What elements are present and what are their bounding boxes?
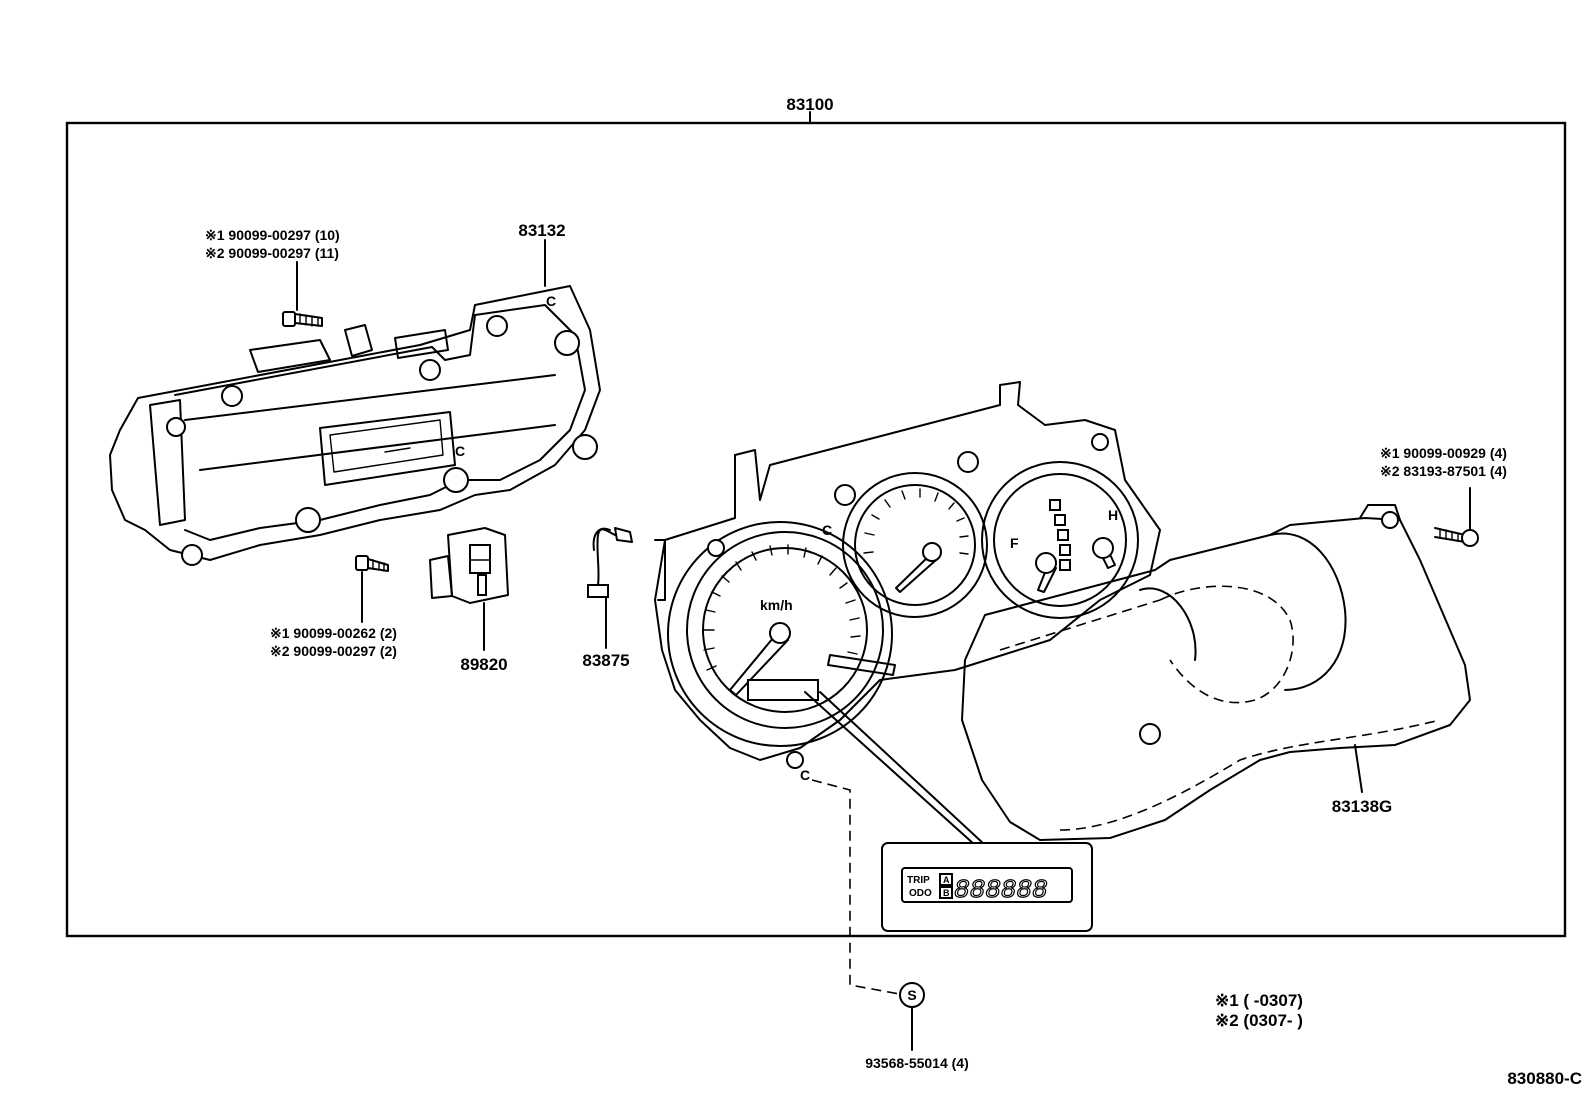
module-89820: [429, 527, 509, 604]
tachometer-ticks: [863, 488, 969, 555]
part-label-83875: 83875: [582, 651, 629, 670]
assembly-frame: [65, 121, 1567, 938]
clip-mark-c: C: [822, 522, 832, 538]
screw-icon: [282, 311, 323, 327]
stud-symbol-s: S: [907, 987, 916, 1003]
odometer-digits: 888888: [954, 875, 1048, 905]
leader-93568: [811, 779, 906, 996]
clip-mark-c: C: [455, 443, 465, 459]
odometer-inset: TRIP ODO A B 888888: [881, 842, 1093, 932]
screw-ll-line1: ※1 90099-00262 (2): [270, 625, 397, 641]
fuel-f-label: F: [1010, 535, 1019, 551]
display-a-label: A: [943, 875, 950, 885]
part-label-83132: 83132: [518, 221, 565, 240]
part-label-83138G: 83138G: [1332, 797, 1393, 816]
trip-label: TRIP: [907, 875, 930, 886]
fuel-temp-segments: [1049, 499, 1071, 571]
speedometer-ticks: [703, 544, 861, 671]
clip-mark-c: C: [800, 767, 810, 783]
odo-label: ODO: [909, 888, 932, 899]
clip-mark-c: C: [546, 293, 556, 309]
legend-line1: ※1 ( -0307): [1215, 991, 1303, 1010]
figure-code: 830880-C: [1507, 1069, 1582, 1088]
screw-icon: [1434, 527, 1479, 547]
legend-line2: ※2 (0307- ): [1215, 1011, 1303, 1030]
temp-h-label: H: [1108, 507, 1118, 523]
part-label-89820: 89820: [460, 655, 507, 674]
screw-ul-line2: ※2 90099-00297 (11): [205, 245, 339, 261]
display-b-label: B: [943, 888, 950, 898]
wire-harness-83875: [587, 527, 633, 598]
screw-ul-line1: ※1 90099-00297 (10): [205, 227, 340, 243]
screw-r-line2: ※2 83193-87501 (4): [1380, 463, 1507, 479]
assembly-label: 83100: [786, 95, 833, 114]
screw-r-line1: ※1 90099-00929 (4): [1380, 445, 1507, 461]
rear-housing-83132: C C: [109, 285, 601, 566]
part-label-93568: 93568-55014 (4): [865, 1055, 969, 1071]
speed-unit-label: km/h: [760, 597, 793, 613]
gauge-cluster: km/h F H C C: [654, 381, 1161, 846]
screw-ll-line2: ※2 90099-00297 (2): [270, 643, 397, 659]
screw-icon: [355, 555, 389, 572]
clear-glass-83138G: [961, 504, 1471, 841]
leader-83138G: [1354, 744, 1363, 793]
